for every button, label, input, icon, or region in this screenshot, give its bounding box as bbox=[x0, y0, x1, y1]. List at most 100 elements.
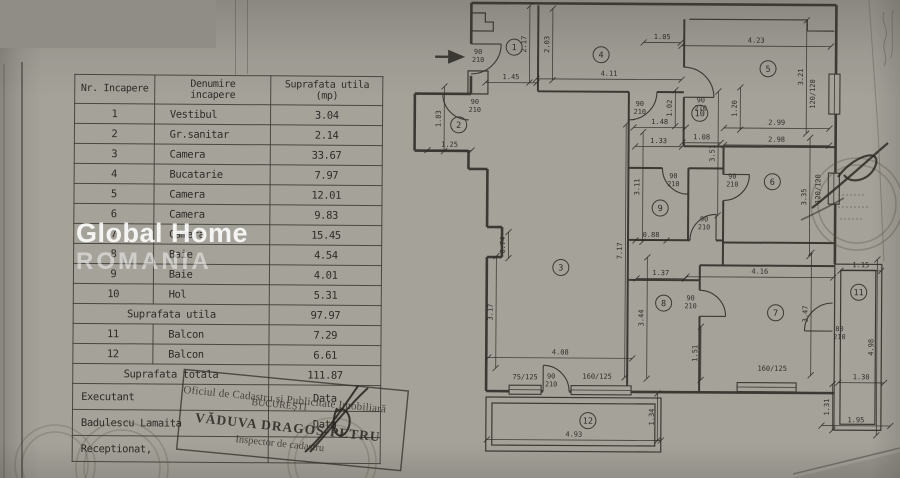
svg-text:3.11: 3.11 bbox=[633, 178, 641, 195]
dimension-label: 3.47 bbox=[801, 249, 815, 379]
paper-fold-line bbox=[235, 0, 236, 76]
window-size-label: 75/125 bbox=[512, 373, 537, 381]
dimension-label: 2.03 bbox=[543, 5, 557, 84]
dimension-label: 4.08 bbox=[484, 348, 636, 362]
handwriting-squiggle bbox=[890, 9, 894, 59]
window-size-label: 120/120 bbox=[809, 79, 817, 109]
svg-text:1.31: 1.31 bbox=[823, 399, 831, 416]
svg-text:90: 90 bbox=[687, 294, 695, 302]
svg-text:7.17: 7.17 bbox=[616, 242, 624, 259]
dimension-label: 1.08 bbox=[679, 133, 724, 147]
dimension-label: 0.74 bbox=[499, 228, 512, 262]
dimension-label: 1.51 bbox=[691, 323, 705, 384]
dimension-label: 1.25 bbox=[424, 141, 475, 154]
room-number-marker: 5 bbox=[759, 60, 777, 78]
svg-text:90: 90 bbox=[471, 98, 479, 106]
svg-text:1.83: 1.83 bbox=[435, 110, 443, 127]
svg-text:210: 210 bbox=[695, 104, 707, 112]
dimension-label: 2.98 bbox=[720, 136, 833, 149]
svg-text:210: 210 bbox=[684, 302, 696, 310]
floorplan-doors bbox=[442, 43, 833, 392]
dimension-label: 4.23 bbox=[678, 37, 835, 50]
dimension-label: 1.15 bbox=[837, 261, 885, 275]
dimension-label: 2.17 bbox=[520, 2, 534, 86]
svg-text:3.47: 3.47 bbox=[801, 305, 809, 322]
dimension-label: 1.48 bbox=[630, 118, 690, 132]
room-number-marker: 12 bbox=[579, 412, 597, 430]
scan-artifact-box bbox=[0, 0, 216, 48]
svg-text:1.45: 1.45 bbox=[503, 73, 520, 81]
room-number-marker: 7 bbox=[767, 304, 785, 322]
svg-text:2: 2 bbox=[456, 121, 461, 131]
dimension-label: 4.98 bbox=[867, 256, 881, 439]
dimension-label: 3.17 bbox=[487, 252, 500, 372]
window-size-label: 160/125 bbox=[757, 365, 787, 373]
svg-text:1.20: 1.20 bbox=[731, 100, 739, 117]
svg-text:210: 210 bbox=[726, 180, 738, 188]
dimension-label: 0.88 bbox=[632, 231, 670, 244]
dimension-label: 1.95 bbox=[818, 416, 894, 430]
room-number-marker: 8 bbox=[655, 294, 673, 312]
faint-round-stamp bbox=[14, 424, 96, 478]
svg-text:90: 90 bbox=[697, 96, 705, 104]
svg-text:2.03: 2.03 bbox=[543, 36, 551, 53]
room-number-marker: 2 bbox=[450, 116, 468, 134]
svg-text:1.08: 1.08 bbox=[693, 133, 710, 141]
window-size-label: 160/125 bbox=[582, 373, 612, 381]
svg-text:1.05: 1.05 bbox=[654, 33, 671, 41]
dimension-label: 1.02 bbox=[666, 86, 679, 130]
dimension-label: 1.45 bbox=[482, 73, 540, 87]
faint-round-stamp bbox=[294, 424, 370, 478]
svg-text:7: 7 bbox=[773, 309, 778, 319]
svg-text:1.95: 1.95 bbox=[847, 416, 864, 424]
faint-round-stamp bbox=[75, 421, 169, 478]
faint-round-stamp bbox=[83, 429, 161, 478]
dimension-label: 4.11 bbox=[533, 70, 685, 83]
svg-text:90: 90 bbox=[669, 172, 677, 180]
svg-text:90: 90 bbox=[636, 100, 644, 108]
svg-text:4.16: 4.16 bbox=[751, 268, 768, 276]
entrance-arrow-icon bbox=[435, 49, 466, 64]
svg-text:4.11: 4.11 bbox=[601, 70, 618, 78]
dimension-label: 1.83 bbox=[435, 83, 448, 155]
room-number-marker: 10 bbox=[691, 104, 709, 122]
dimension-label: 3.21 bbox=[797, 16, 811, 137]
window-size-label: 120/120 bbox=[814, 174, 822, 204]
svg-text:1.25: 1.25 bbox=[441, 141, 458, 149]
svg-text:90: 90 bbox=[547, 372, 555, 380]
dimension-label: 1.05 bbox=[640, 33, 685, 46]
svg-text:9: 9 bbox=[658, 204, 663, 214]
svg-text:4.98: 4.98 bbox=[867, 339, 875, 356]
room-number-marker: 3 bbox=[552, 258, 570, 276]
room-number-marker: 6 bbox=[763, 173, 781, 191]
svg-text:3: 3 bbox=[558, 263, 563, 273]
dimension-label: 4.16 bbox=[683, 268, 837, 281]
svg-text:5: 5 bbox=[765, 65, 770, 75]
svg-text:90: 90 bbox=[728, 172, 736, 180]
svg-text:210: 210 bbox=[698, 223, 710, 231]
signature-stroke bbox=[332, 407, 351, 437]
svg-text:90: 90 bbox=[700, 215, 708, 223]
floorplan-walls bbox=[413, 1, 883, 453]
watermark-brand: Global Home bbox=[76, 218, 249, 248]
faint-round-stamp bbox=[287, 417, 377, 478]
signature-stroke bbox=[837, 154, 878, 182]
svg-text:0.74: 0.74 bbox=[499, 237, 507, 254]
svg-text:8: 8 bbox=[661, 299, 666, 309]
floorplan-windows bbox=[508, 73, 841, 396]
page-edge bbox=[792, 447, 900, 475]
svg-text:1.02: 1.02 bbox=[666, 100, 674, 117]
dimension-label: 1.34 bbox=[648, 390, 661, 445]
